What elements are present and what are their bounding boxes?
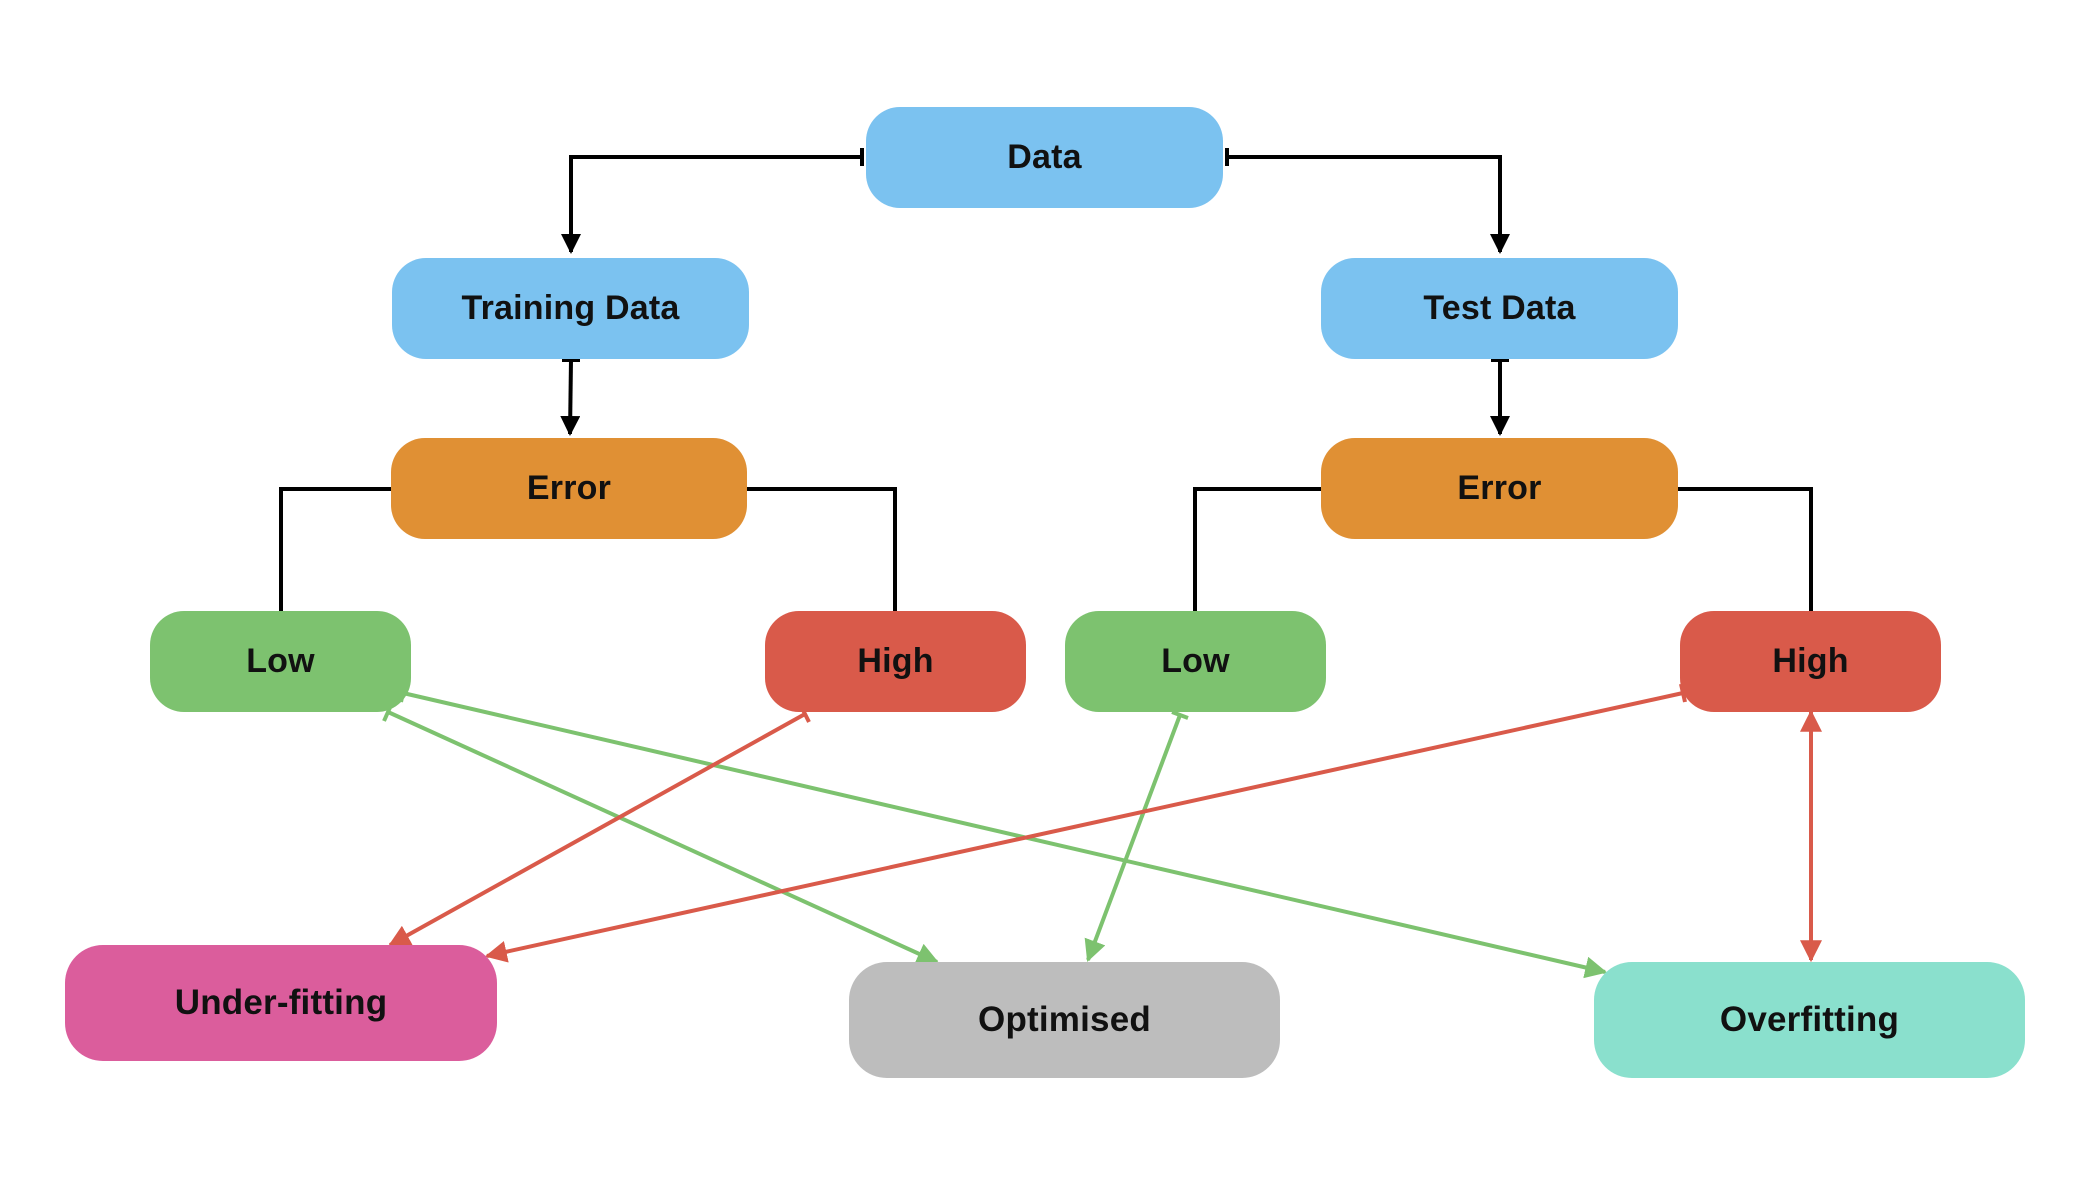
connector-test-error-to-high (1678, 487, 1813, 612)
connector-data-to-training (561, 148, 864, 254)
connector-training-low-to-overfitting (399, 683, 1608, 979)
node-training-low[interactable]: Low (150, 611, 411, 712)
node-optimised[interactable]: Optimised (849, 962, 1280, 1078)
connector-training-error-to-high (744, 487, 897, 612)
connector-training-low-to-optimised (382, 702, 940, 964)
node-under-fitting[interactable]: Under-fitting (65, 945, 497, 1061)
node-training-error[interactable]: Error (391, 438, 747, 539)
node-training-data[interactable]: Training Data (392, 258, 749, 359)
node-training-high[interactable]: High (765, 611, 1026, 712)
node-test-data[interactable]: Test Data (1321, 258, 1678, 359)
connector-test-error-to-low (1193, 487, 1323, 612)
node-data[interactable]: Data (866, 107, 1223, 208)
connector-training-error-to-low (279, 487, 392, 612)
connector-test-low-to-optimised (1084, 710, 1189, 963)
node-test-error[interactable]: Error (1321, 438, 1678, 539)
connector-test-to-error (1490, 358, 1510, 436)
connector-test-high-to-underfitting (484, 683, 1687, 963)
node-test-high[interactable]: High (1680, 611, 1941, 712)
node-overfitting[interactable]: Overfitting (1594, 962, 2025, 1078)
connector-data-to-test (1225, 148, 1510, 254)
connector-training-to-error (560, 358, 581, 436)
node-test-low[interactable]: Low (1065, 611, 1326, 712)
